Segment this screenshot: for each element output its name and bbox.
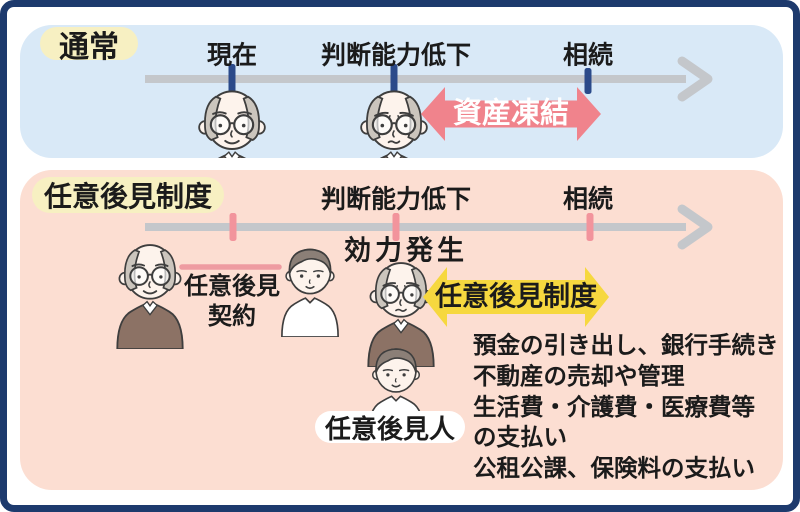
- effect-label: 効力発生: [344, 235, 468, 266]
- label-now: 現在: [206, 41, 258, 70]
- duty-line: の支払い: [473, 424, 567, 451]
- contract-label-line2: 契約: [208, 303, 256, 330]
- label-decline-guard: 判断能力低下: [320, 185, 472, 214]
- young-man-icon: [281, 248, 339, 337]
- duty-line: 生活費・介護費・医療費等: [473, 393, 755, 420]
- tick-decline: [392, 213, 400, 241]
- asset-freeze-arrow: [421, 87, 601, 141]
- guardianship-tag: 任意後見制度: [32, 177, 224, 213]
- label-decline-normal: 判断能力低下: [320, 41, 472, 70]
- guardian-name-pill: 任意後見人: [315, 411, 465, 444]
- normal-tag: 通常: [40, 27, 138, 64]
- timeline-arrowhead-icon: [677, 56, 713, 102]
- duty-line: 公租公課、保険料の支払い: [473, 455, 755, 482]
- asset-freeze-label: 資産凍結: [452, 97, 570, 130]
- elderly-man-worried-icon: [357, 90, 431, 158]
- tick-contract: [229, 213, 237, 241]
- tick-decline: [390, 64, 398, 95]
- timeline-arrowhead-icon: [677, 204, 713, 250]
- guardian-duties-list: 預金の引き出し、銀行手続き 不動産の売却や管理 生活費・介護費・医療費等 の支払…: [473, 330, 785, 484]
- tick-inheritance: [586, 213, 594, 241]
- elderly-man-icon: [195, 90, 269, 158]
- guardian-label: 任意後見人: [324, 413, 455, 444]
- contract-label-line1: 任意後見: [184, 273, 280, 300]
- label-inheritance-normal: 相続: [562, 41, 614, 70]
- duty-line: 預金の引き出し、銀行手続き: [473, 332, 779, 358]
- guardianship-timeline-graphic: [116, 204, 713, 434]
- normal-timeline-graphic: [145, 56, 713, 158]
- guardianship-arrow: [423, 267, 609, 327]
- tick-now: [228, 64, 236, 95]
- tick-inheritance: [584, 68, 592, 94]
- guardianship-arrow-label: 任意後見制度: [435, 281, 597, 312]
- duty-line: 不動産の売却や管理: [473, 362, 685, 389]
- label-inheritance-guard: 相続: [562, 185, 614, 214]
- normal-timeline-panel: [20, 25, 783, 158]
- elderly-man-icon: [116, 244, 184, 349]
